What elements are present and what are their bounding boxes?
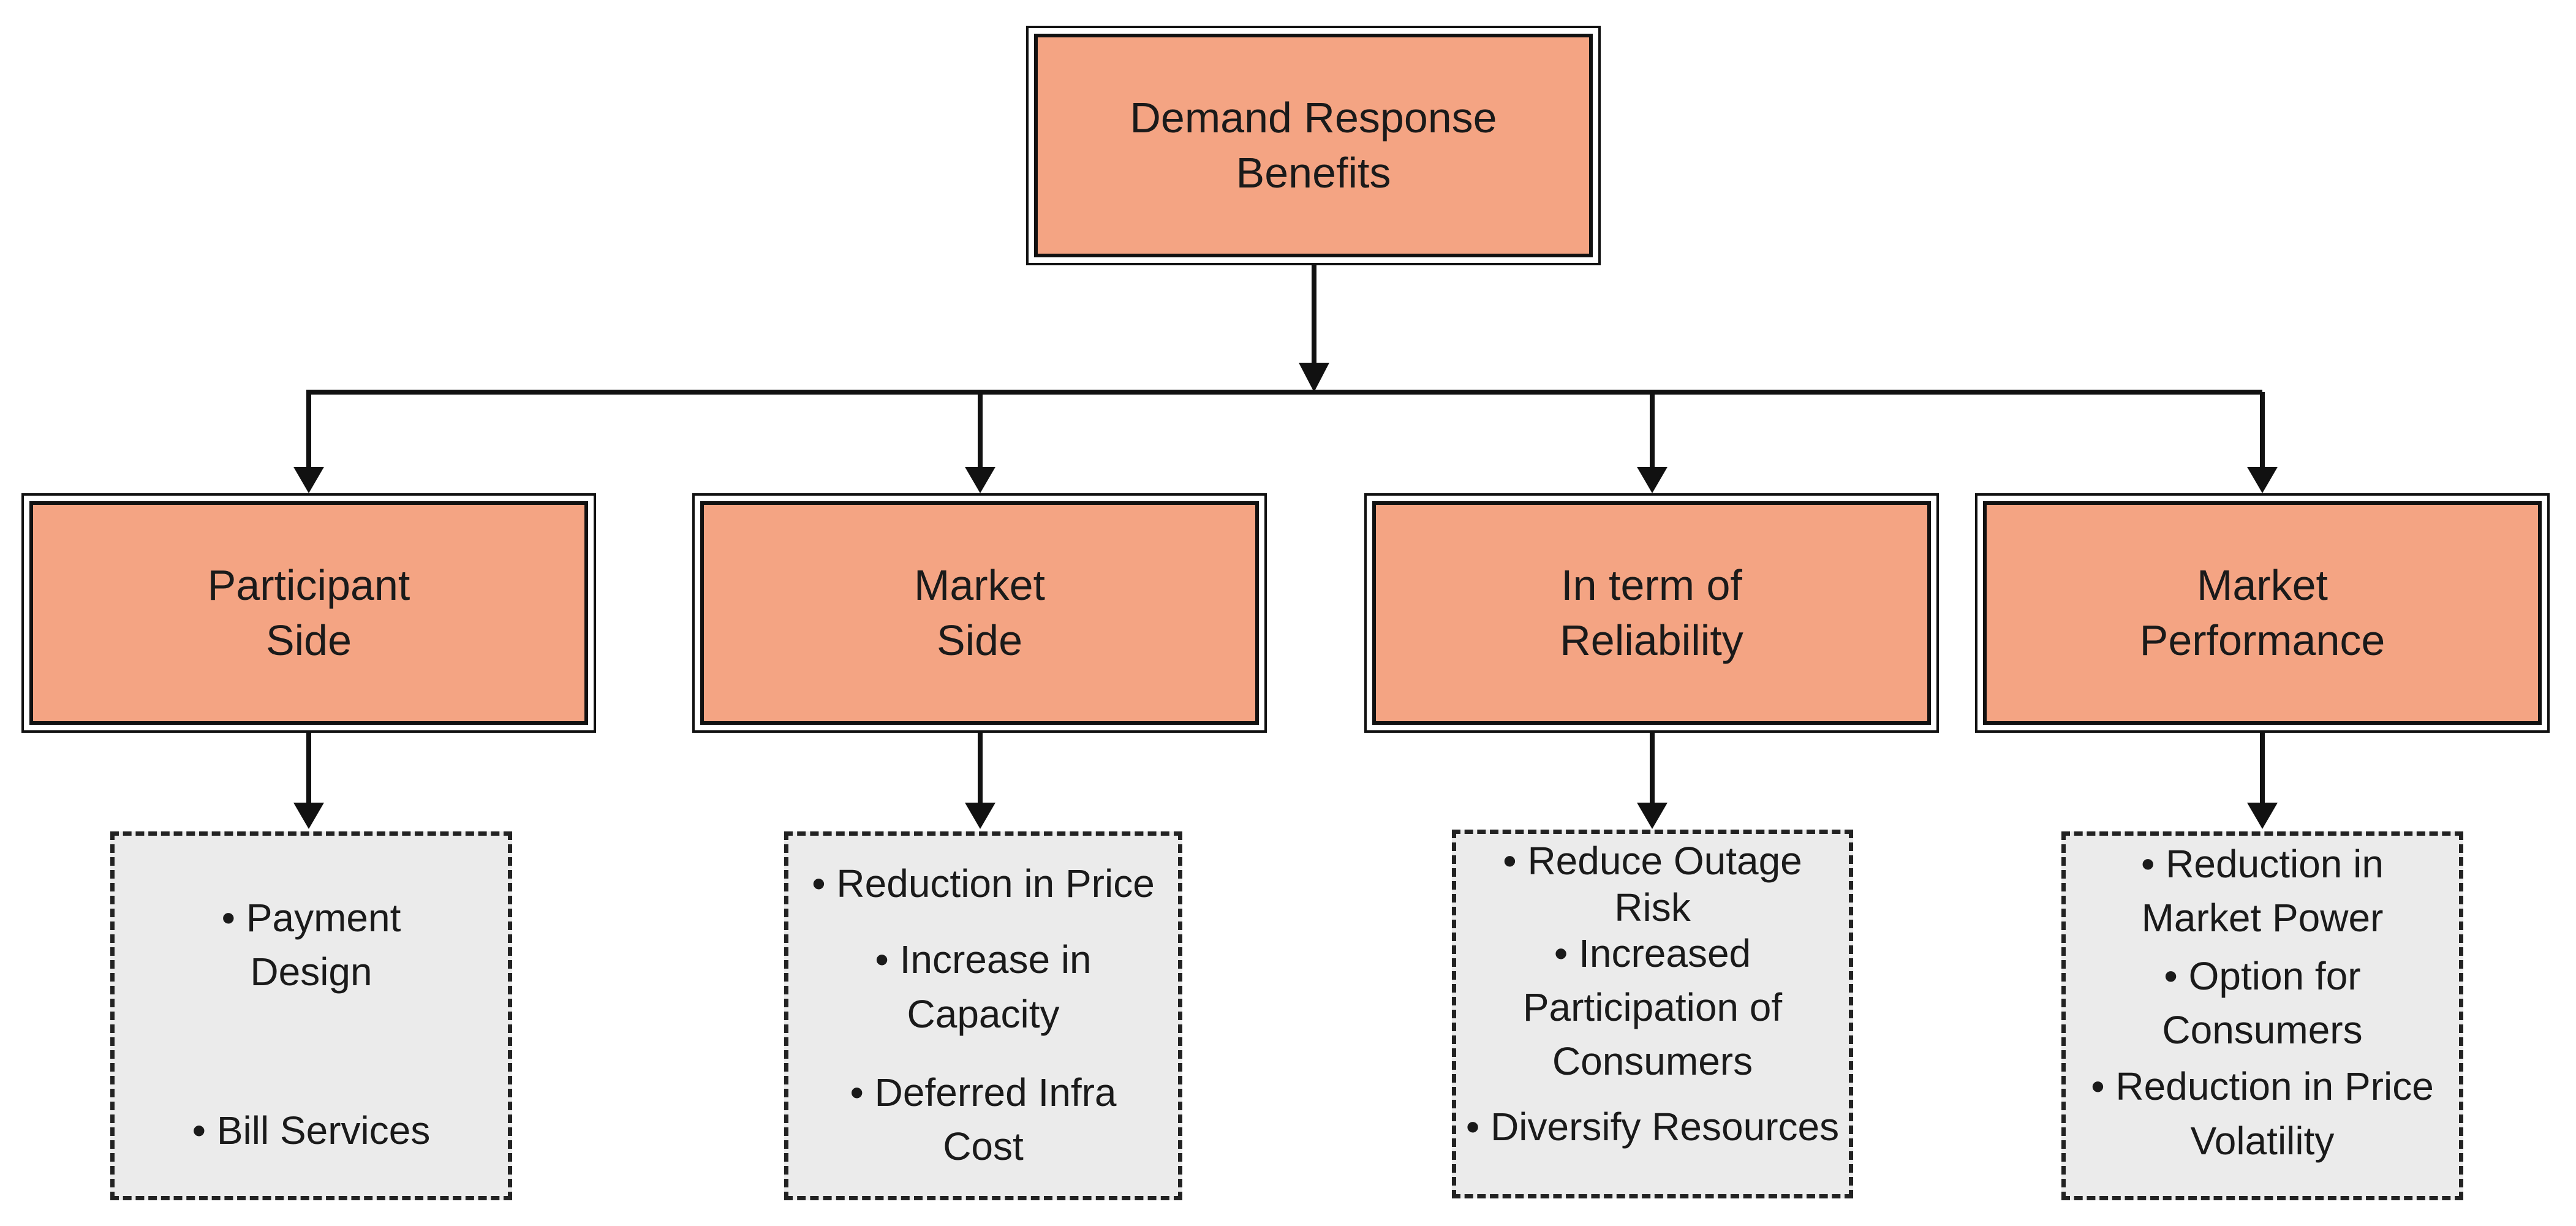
benefit-list-performance: Reduction in Market Power Option for Con…: [2061, 831, 2463, 1200]
benefit-list-participant: Payment Design Bill Services: [110, 831, 512, 1200]
arrowhead-reliability-list: [1637, 803, 1668, 829]
category-box-performance: Market Performance: [1975, 493, 2550, 733]
list-item-line: Cost: [943, 1124, 1024, 1169]
list-item-line: Participation of: [1522, 985, 1783, 1029]
category-line: Reliability: [1560, 616, 1743, 664]
list-item-line: Payment: [222, 891, 401, 945]
list-item: Reduction in Market Power: [2141, 837, 2384, 945]
category-line: Side: [265, 616, 352, 664]
list-item: Deferred Infra Cost: [850, 1065, 1117, 1174]
list-item: Increased Participation of Consumers: [1523, 926, 1782, 1089]
list-item-line: Design: [250, 950, 372, 994]
list-item-line: Risk: [1614, 885, 1691, 930]
list-item-line: Diversify Resources: [1466, 1100, 1839, 1154]
list-item-line: Capacity: [907, 991, 1060, 1036]
arrowhead-performance-list: [2247, 803, 2278, 829]
list-item-line: Reduction in: [2141, 837, 2384, 891]
list-item-line: Increase in: [875, 933, 1092, 986]
category-box-reliability: In term of Reliability: [1364, 493, 1939, 733]
list-item-line: Option for: [2162, 949, 2362, 1003]
arrowhead-market: [965, 467, 995, 493]
list-item-line: Market Power: [2141, 896, 2384, 940]
list-item-line: Consumers: [1552, 1039, 1753, 1084]
category-line: Participant: [207, 561, 410, 609]
list-item: Payment Design: [222, 891, 401, 999]
arrowhead-participant-list: [293, 803, 324, 829]
list-item-line: Reduce Outage: [1503, 834, 1802, 888]
root-line-2: Benefits: [1236, 148, 1391, 197]
list-item: Reduction in Price Volatility: [2091, 1059, 2433, 1168]
list-item: Reduction in Price: [812, 857, 1154, 910]
arrowhead-reliability: [1637, 467, 1668, 493]
arrowhead-market-list: [965, 803, 995, 829]
arrowhead-participant: [293, 467, 324, 493]
list-item: Reduce Outage Risk: [1503, 834, 1802, 935]
category-line: Market: [914, 561, 1045, 609]
list-item-line: Consumers: [2162, 1007, 2363, 1052]
list-item-line: Deferred Infra: [850, 1065, 1117, 1119]
list-item-line: Reduction in Price: [2091, 1059, 2433, 1113]
list-item: Option for Consumers: [2162, 949, 2362, 1058]
category-line: Side: [936, 616, 1023, 664]
benefit-list-market: Reduction in Price Increase in Capacity …: [784, 831, 1182, 1200]
category-box-participant: Participant Side: [21, 493, 596, 733]
list-item-line: Increased: [1523, 926, 1782, 980]
list-item-line: Volatility: [2190, 1118, 2335, 1163]
arrowhead-performance: [2247, 467, 2278, 493]
root-box: Demand Response Benefits: [1026, 26, 1601, 265]
list-item-line: Reduction in Price: [812, 857, 1154, 910]
list-item: Increase in Capacity: [875, 933, 1092, 1041]
benefit-list-reliability: Reduce Outage Risk Increased Participati…: [1452, 830, 1853, 1198]
root-arrowhead: [1299, 363, 1329, 392]
category-box-market: Market Side: [692, 493, 1267, 733]
list-item: Diversify Resources: [1466, 1100, 1839, 1154]
category-line: In term of: [1561, 561, 1742, 609]
root-line-1: Demand Response: [1130, 93, 1497, 142]
list-item-line: Bill Services: [192, 1103, 431, 1157]
category-line: Market: [2197, 561, 2328, 609]
list-item: Bill Services: [192, 1103, 431, 1157]
category-line: Performance: [2139, 616, 2385, 664]
